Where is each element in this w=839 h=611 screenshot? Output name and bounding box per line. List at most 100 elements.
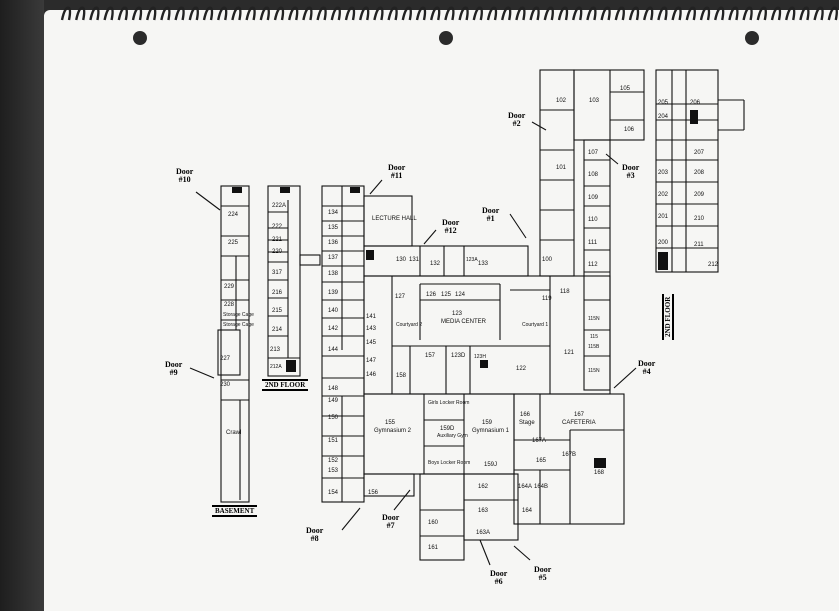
basement-label: BASEMENT [212,505,258,517]
room-label: 131 [409,257,420,263]
spiral-coil [103,6,114,21]
room-label: 145 [366,340,377,346]
spiral-coil [742,6,753,21]
room-label: 102 [556,98,567,104]
room-label: 122 [516,366,527,372]
auxiliary-gym-label: Auxiliary Gym [437,433,468,439]
room-label: 160 [428,520,439,526]
spiral-coil [813,6,824,21]
room-label: Crawl [226,430,242,436]
room-label: 110 [588,217,598,223]
spiral-coil [188,6,199,21]
door-11-label: Door#11 [388,163,406,180]
room-label: 111 [588,240,598,246]
room-label: 165 [536,458,547,464]
room-label: 210 [694,216,705,222]
room-label: 106 [624,127,635,133]
room-label: 221 [272,237,283,243]
room-label: 154 [328,490,339,496]
notebook-page [44,10,839,611]
spiral-coil [714,6,725,21]
room-label: 166 [520,412,531,418]
room-label: 167 [574,412,585,418]
room-label: 100 [542,257,553,263]
room-label: 152 [328,458,339,464]
spiral-coil [600,6,611,21]
spiral-coil [430,6,441,21]
room-label: 159 [482,420,493,426]
spiral-coil [117,6,128,21]
courtyard-label: Courtyard 2 [396,322,423,328]
spiral-coil [231,6,242,21]
spiral-coil [529,6,540,21]
second-floor-left-wing [267,185,321,377]
binder-hole [133,31,147,45]
room-label: 141 [366,314,377,320]
room-label: 212A [270,364,282,370]
spiral-coil [557,6,569,21]
room-label: 201 [658,214,669,220]
spiral-coil [146,6,157,21]
media-center-label: MEDIA CENTER [441,319,487,325]
door-10-label: Door#10 [176,167,194,184]
spiral-coil [288,6,299,21]
room-label: 147 [366,358,377,364]
door-8-label: Door#8 [306,526,324,543]
room-label: 206 [690,100,701,106]
room-label: 207 [694,150,705,156]
spiral-coil [472,6,483,21]
spiral-coil [586,6,597,21]
room-label: 216 [272,290,283,296]
room-label: 164A [518,484,533,490]
room-label: Storage Cage [223,322,254,328]
spiral-coil [486,6,498,21]
spiral-coil [387,6,398,21]
room-label: 115N [588,316,600,322]
spiral-coil [785,6,796,21]
room-label: 225 [228,240,239,246]
room-label: 168 [594,470,605,476]
spiral-coil [373,6,384,21]
room-label: 119 [542,296,552,302]
room-label: 123 [452,311,463,317]
room-label: 107 [588,150,599,156]
room-label: 124 [455,292,466,298]
room-label: 123H [474,354,486,360]
room-label: 164B [534,484,549,490]
room-label: 105 [620,86,631,92]
room-label: 115B [588,344,600,350]
room-label: 140 [328,308,339,314]
spiral-coil [344,6,356,21]
spiral-coil [501,6,512,21]
room-label: 118 [560,289,570,295]
door-7-label: Door#7 [382,513,400,530]
room-label: 162 [478,484,489,490]
room-label: 167B [562,452,577,458]
door-6-label: Door#6 [490,569,508,586]
room-label: Girls Locker Room [428,400,470,406]
spiral-coil [572,6,583,21]
spiral-coil [60,6,72,21]
spiral-coil [827,6,838,21]
spiral-coil [614,6,625,21]
spiral-coil [217,6,228,21]
room-label: 204 [658,114,669,120]
spiral-coil [643,6,654,21]
spiral-coil [799,6,810,21]
spiral-coil [699,6,711,21]
room-label: 112 [588,262,598,268]
stage-label: Stage [519,420,535,426]
room-label: 115N [588,368,600,374]
room-label: 139 [328,290,339,296]
room-label: 200 [658,240,669,246]
room-label: 208 [694,170,705,176]
spiral-coil [75,6,86,21]
cafeteria-label: CAFETERIA [562,420,596,426]
lecture-hall-label: LECTURE HALL [372,216,417,222]
room-label: 127 [395,294,406,300]
spiral-coil [685,6,696,21]
room-label: 155 [385,420,396,426]
door-2-label: Door#2 [508,111,526,128]
room-label: 213 [270,347,281,353]
